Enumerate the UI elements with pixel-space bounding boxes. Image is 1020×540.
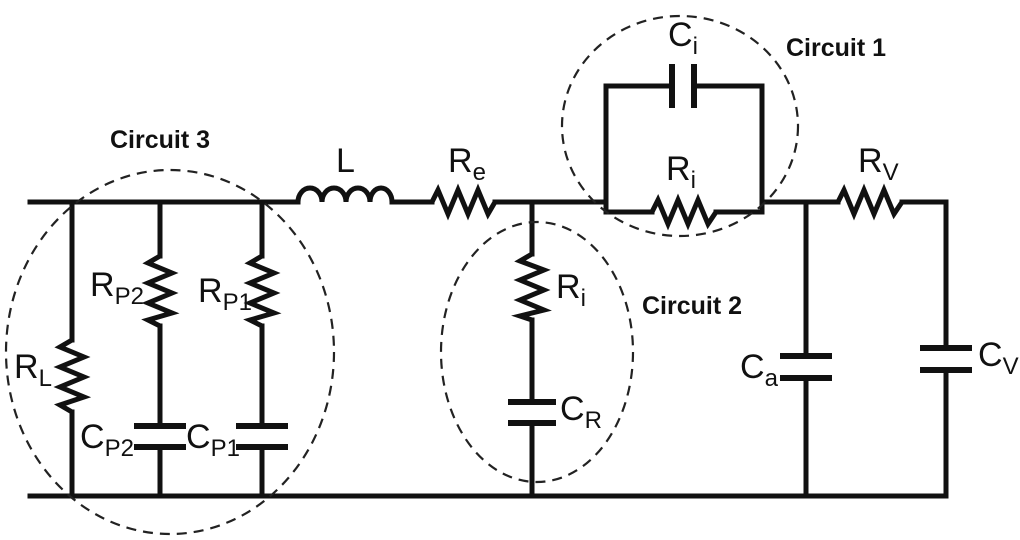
label-rl: RL (14, 348, 52, 392)
label-ci: Ci (668, 16, 698, 60)
capacitor-cr (508, 399, 556, 426)
circuit3-label: Circuit 3 (110, 126, 210, 154)
circuit1-label: Circuit 1 (786, 34, 886, 62)
label-l: L (336, 142, 355, 180)
label-ca: Ca (740, 348, 779, 392)
wires (27, 83, 949, 499)
label-rv: RV (858, 142, 899, 186)
label-cv: CV (978, 336, 1019, 380)
resistor-rv (835, 183, 905, 221)
resistor-re (429, 183, 498, 221)
capacitor-cp1 (236, 423, 288, 450)
label-cr: CR (560, 390, 602, 434)
circuit2-label: Circuit 2 (642, 292, 742, 320)
label-cp1: CP1 (186, 418, 240, 462)
label-rp2: RP2 (90, 266, 144, 310)
capacitor-cv (920, 345, 972, 373)
label-ri-circuit1: Ri (666, 150, 696, 194)
resistor-rp2 (141, 253, 180, 329)
resistor-rl (53, 337, 92, 415)
resistor-rp1 (243, 253, 282, 329)
label-cp2: CP2 (80, 418, 134, 462)
capacitor-cp2 (134, 423, 186, 450)
resistor-ri-circuit1 (649, 193, 719, 231)
label-ri-circuit2: Ri (556, 268, 586, 312)
circuit2-outline (439, 220, 635, 484)
circuit1-outline (560, 14, 800, 238)
label-rp1: RP1 (198, 272, 252, 316)
resistor-ri-circuit2 (511, 251, 552, 323)
inductor-l (295, 185, 395, 203)
capacitor-ci (669, 64, 697, 108)
circuit3-outline (4, 168, 336, 536)
label-re: Re (448, 142, 486, 186)
capacitor-ca (780, 353, 832, 381)
